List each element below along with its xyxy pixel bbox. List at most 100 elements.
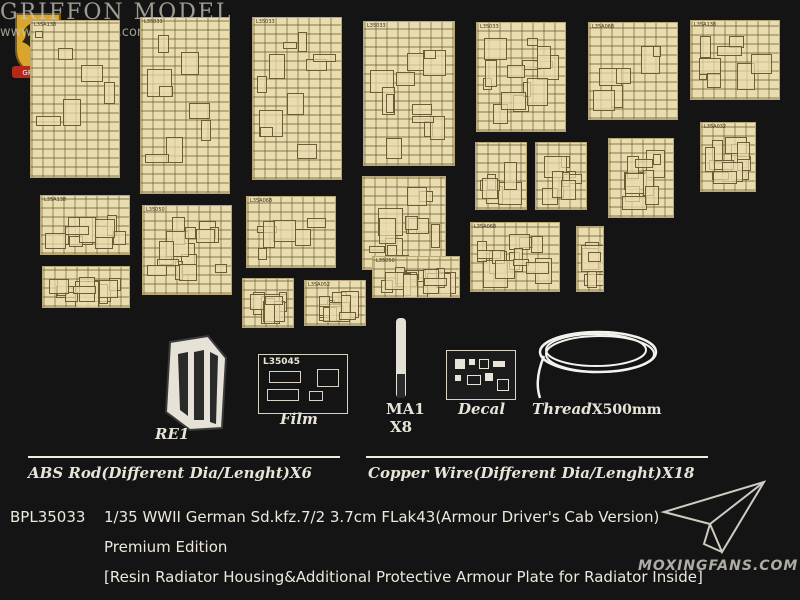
etched-part xyxy=(412,104,432,115)
thread-label: ThreadX500mm xyxy=(532,400,661,418)
etched-part xyxy=(369,246,385,253)
etched-part xyxy=(283,42,297,49)
copper-wire xyxy=(366,456,708,458)
etched-part xyxy=(717,46,742,56)
etched-part xyxy=(35,31,43,38)
etched-part xyxy=(737,142,750,160)
etched-part xyxy=(265,296,283,305)
etched-part xyxy=(407,187,427,206)
etched-part xyxy=(49,279,69,294)
ma1-qty: X8 xyxy=(390,418,413,436)
etched-part xyxy=(263,221,275,248)
etched-part xyxy=(403,274,418,297)
etched-part xyxy=(81,65,103,82)
etched-part xyxy=(145,154,169,163)
etched-part xyxy=(179,264,197,281)
etched-part xyxy=(526,262,549,274)
etched-part xyxy=(412,116,434,123)
fret-sheet: L35050 xyxy=(372,256,460,298)
etched-part xyxy=(485,60,497,87)
etched-part xyxy=(653,46,661,57)
etched-part xyxy=(405,216,418,230)
decal-label: Decal xyxy=(458,400,506,418)
etched-part xyxy=(147,265,167,276)
etched-part xyxy=(379,218,396,244)
paper-plane-graphic xyxy=(660,478,770,558)
etched-part xyxy=(635,159,653,168)
film-label: Film xyxy=(280,410,318,428)
product-edition: Premium Edition xyxy=(104,538,228,556)
etched-part xyxy=(484,38,507,60)
etched-part xyxy=(587,271,597,288)
copper-wire-label: Copper Wire(Different Dia/Lenght)X18 xyxy=(368,464,695,482)
etched-part xyxy=(157,259,179,266)
etched-part xyxy=(104,82,115,104)
etched-part xyxy=(201,120,211,141)
etched-part xyxy=(407,53,424,71)
etched-part xyxy=(527,78,548,106)
etched-part xyxy=(705,147,715,172)
film-sheet: L35045 xyxy=(258,354,348,414)
decal-sheet xyxy=(446,350,516,400)
etched-part xyxy=(386,138,402,159)
fret-sheet xyxy=(576,226,604,292)
fret-sheet: L35A138 xyxy=(690,20,780,100)
thread-coil xyxy=(530,326,660,402)
etched-part xyxy=(181,52,199,75)
etched-part xyxy=(185,227,196,239)
etched-part xyxy=(58,48,73,60)
etched-part xyxy=(95,219,115,238)
etched-part xyxy=(189,103,210,119)
etched-part xyxy=(507,65,525,78)
fret-sheet xyxy=(535,142,587,210)
etched-part xyxy=(257,76,267,93)
etched-part xyxy=(707,73,721,88)
fret-sheet: L35033 xyxy=(363,21,455,166)
etched-part xyxy=(339,312,356,320)
etched-part xyxy=(737,63,755,90)
fret-sheet: L35A032 xyxy=(700,122,756,192)
etched-part xyxy=(396,72,415,86)
watermark: MOXINGFANS.COM xyxy=(638,558,799,574)
etched-part xyxy=(63,99,81,126)
etched-part xyxy=(424,50,436,59)
metal-barrel xyxy=(394,318,408,400)
etched-part xyxy=(527,38,538,46)
etched-part xyxy=(260,127,273,137)
etched-part xyxy=(45,233,66,249)
etched-part xyxy=(751,54,772,74)
etched-part xyxy=(537,46,551,69)
abs-rod-label: ABS Rod(Different Dia/Lenght)X6 xyxy=(28,464,312,482)
etched-part xyxy=(215,264,227,273)
product-title: 1/35 WWII German Sd.kfz.7/2 3.7cm FLak43… xyxy=(104,508,660,526)
etched-part xyxy=(501,92,526,110)
etched-part xyxy=(561,180,576,200)
etched-part xyxy=(297,144,317,159)
re1-label: RE1 xyxy=(155,425,190,443)
etched-part xyxy=(385,272,404,290)
etched-part xyxy=(313,54,336,62)
fret-sheet: L35A068 xyxy=(588,22,678,120)
etched-part xyxy=(158,35,169,53)
etched-part xyxy=(386,94,394,113)
etched-part xyxy=(269,54,285,79)
etched-part xyxy=(258,248,267,260)
etched-part xyxy=(495,260,515,279)
etched-part xyxy=(713,171,737,184)
fret-sheet: L35A052 xyxy=(304,280,366,326)
etched-part xyxy=(307,218,326,228)
abs-rod xyxy=(28,456,340,458)
etched-part xyxy=(196,229,215,243)
etched-part xyxy=(616,68,631,84)
etched-part xyxy=(700,36,711,58)
etched-part xyxy=(287,93,304,115)
fret-sheet: L35A138 xyxy=(40,195,130,255)
etched-part xyxy=(504,162,517,190)
etched-part xyxy=(482,178,498,199)
thread-qty: X500mm xyxy=(591,402,662,418)
fret-sheet xyxy=(475,142,527,210)
etched-part xyxy=(653,154,661,165)
etched-part xyxy=(99,280,118,298)
etched-part xyxy=(588,252,601,262)
etched-part xyxy=(431,224,440,248)
